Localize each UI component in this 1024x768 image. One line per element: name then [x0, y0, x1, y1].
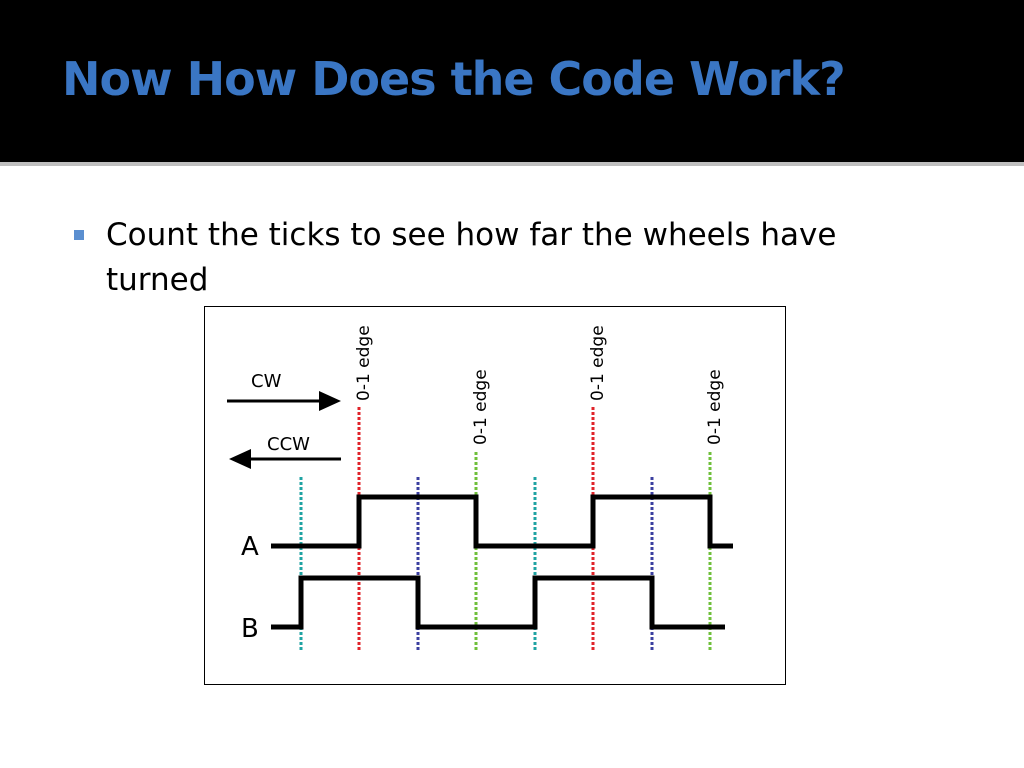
- edge-label-4: 0-1 edge: [705, 369, 725, 445]
- ccw-arrow-head: [229, 449, 251, 469]
- bullet-marker: [74, 230, 84, 240]
- cw-label: CW: [251, 371, 282, 392]
- edge-label-2: 0-1 edge: [471, 369, 491, 445]
- cw-arrow-head: [319, 391, 341, 411]
- ccw-label: CCW: [267, 434, 310, 455]
- channel-b-waveform: [271, 575, 725, 630]
- channel-b-label: B: [241, 614, 259, 644]
- title-divider: [0, 162, 1024, 166]
- quadrature-diagram: CW CCW A B 0-1 edge 0-1 edge 0-1 edge 0-…: [204, 306, 786, 685]
- title-band: Now How Does the Code Work?: [0, 0, 1024, 160]
- edge-label-3: 0-1 edge: [588, 325, 608, 401]
- bullet-text: Count the ticks to see how far the wheel…: [106, 217, 837, 298]
- channel-a-label: A: [241, 532, 259, 562]
- channel-a-waveform: [271, 494, 733, 549]
- edge-label-1: 0-1 edge: [354, 325, 374, 401]
- slide-title: Now How Does the Code Work?: [62, 52, 846, 106]
